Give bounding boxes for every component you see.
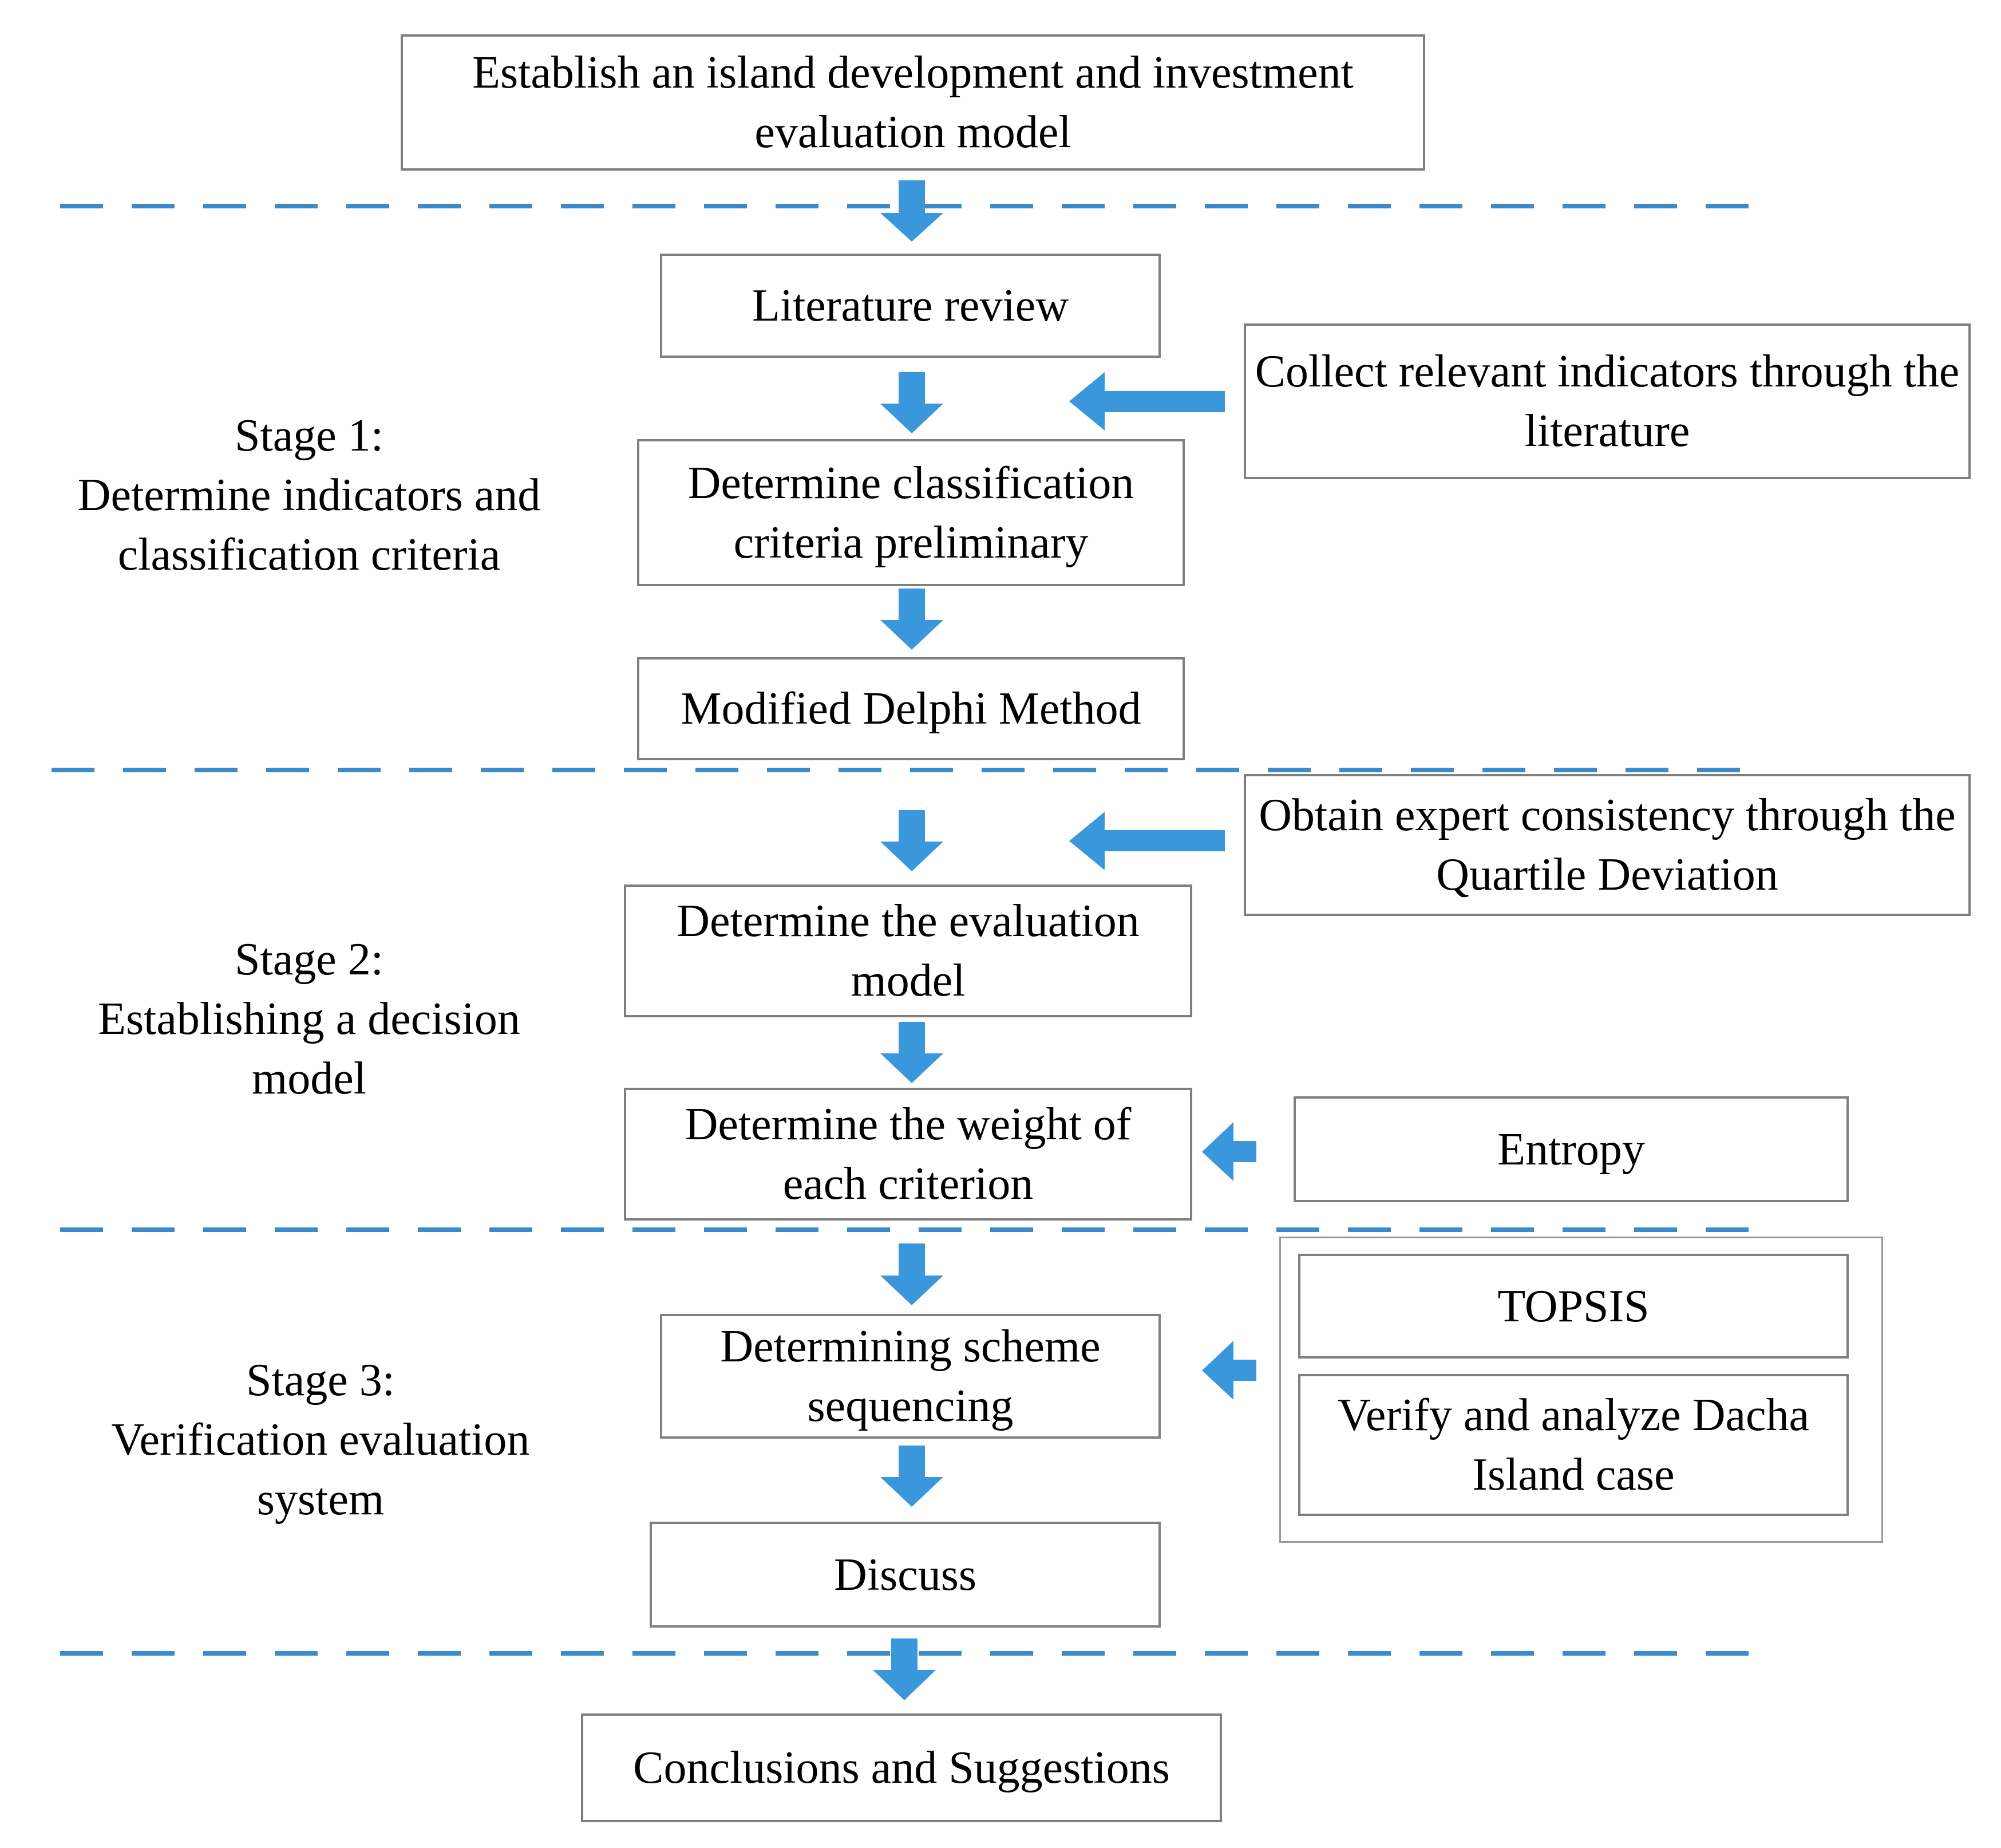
down-arrow-4 xyxy=(880,810,943,871)
expert-consistency-box: Obtain expert consistency through the Qu… xyxy=(1244,774,1971,916)
collect-indicators-box: Collect relevant indicators through the … xyxy=(1244,323,1971,479)
expert-consistency-text: Obtain expert consistency through the Qu… xyxy=(1259,790,1956,900)
stage-2-line-2: model xyxy=(252,1053,366,1104)
literature-review-text: Literature review xyxy=(752,281,1069,331)
entropy-box: Entropy xyxy=(1294,1096,1849,1202)
stage-1-line-1: Determine indicators and xyxy=(77,470,541,520)
stage-3-label: Stage 3: Verification evaluation system xyxy=(46,1348,595,1531)
stage-3-line-2: system xyxy=(256,1474,385,1525)
left-arrow-topsis xyxy=(1202,1341,1256,1400)
left-arrow-collect xyxy=(1069,372,1225,431)
evaluation-model-box: Determine the evaluation model xyxy=(624,884,1192,1017)
scheme-sequencing-text: Determining scheme sequencing xyxy=(720,1321,1101,1431)
topsis-text: TOPSIS xyxy=(1497,1281,1650,1332)
stage-2-line-1: Establishing a decision xyxy=(98,994,520,1044)
classification-criteria-text: Determine classification criteria prelim… xyxy=(687,457,1134,568)
modified-delphi-text: Modified Delphi Method xyxy=(681,684,1141,734)
scheme-sequencing-box: Determining scheme sequencing xyxy=(660,1314,1161,1439)
stage-3-title: Stage 3: xyxy=(246,1355,395,1405)
left-arrow-entropy xyxy=(1202,1122,1256,1181)
flow-arrows xyxy=(873,180,1256,1700)
collect-indicators-text: Collect relevant indicators through the … xyxy=(1255,346,1960,456)
conclusions-box: Conclusions and Suggestions xyxy=(581,1713,1222,1822)
conclusions-text: Conclusions and Suggestions xyxy=(633,1743,1170,1793)
discuss-text: Discuss xyxy=(834,1549,976,1600)
criterion-weight-text: Determine the weight of each criterion xyxy=(685,1099,1132,1209)
topsis-verify-group xyxy=(1279,1237,1883,1543)
entropy-text: Entropy xyxy=(1497,1124,1645,1175)
establish-model-text: Establish an island development and inve… xyxy=(472,48,1354,157)
down-arrow-8 xyxy=(873,1638,936,1700)
down-arrow-1 xyxy=(880,180,943,242)
criterion-weight-box: Determine the weight of each criterion xyxy=(624,1088,1192,1221)
topsis-box: TOPSIS xyxy=(1298,1254,1849,1359)
stage-2-label: Stage 2: Establishing a decision model xyxy=(34,927,584,1111)
modified-delphi-box: Modified Delphi Method xyxy=(637,657,1185,760)
left-arrow-expert xyxy=(1069,812,1225,870)
stage-1-title: Stage 1: xyxy=(235,410,383,461)
down-arrow-7 xyxy=(880,1446,943,1507)
classification-criteria-box: Determine classification criteria prelim… xyxy=(637,439,1185,586)
evaluation-model-text: Determine the evaluation model xyxy=(677,896,1140,1006)
discuss-box: Discuss xyxy=(650,1522,1161,1628)
literature-review-box: Literature review xyxy=(660,254,1161,358)
down-arrow-5 xyxy=(880,1022,943,1083)
verify-dacha-text: Verify and analyze Dacha Island case xyxy=(1338,1390,1809,1500)
stage-2-title: Stage 2: xyxy=(235,934,383,985)
down-arrow-3 xyxy=(880,589,943,650)
stage-1-line-2: classification criteria xyxy=(117,530,501,580)
stage-1-label: Stage 1: Determine indicators and classi… xyxy=(34,404,584,587)
down-arrow-6 xyxy=(880,1243,943,1305)
establish-model-box: Establish an island development and inve… xyxy=(401,34,1425,171)
verify-dacha-box: Verify and analyze Dacha Island case xyxy=(1298,1374,1849,1516)
stage-3-line-1: Verification evaluation xyxy=(111,1415,530,1465)
down-arrow-2 xyxy=(880,372,943,433)
